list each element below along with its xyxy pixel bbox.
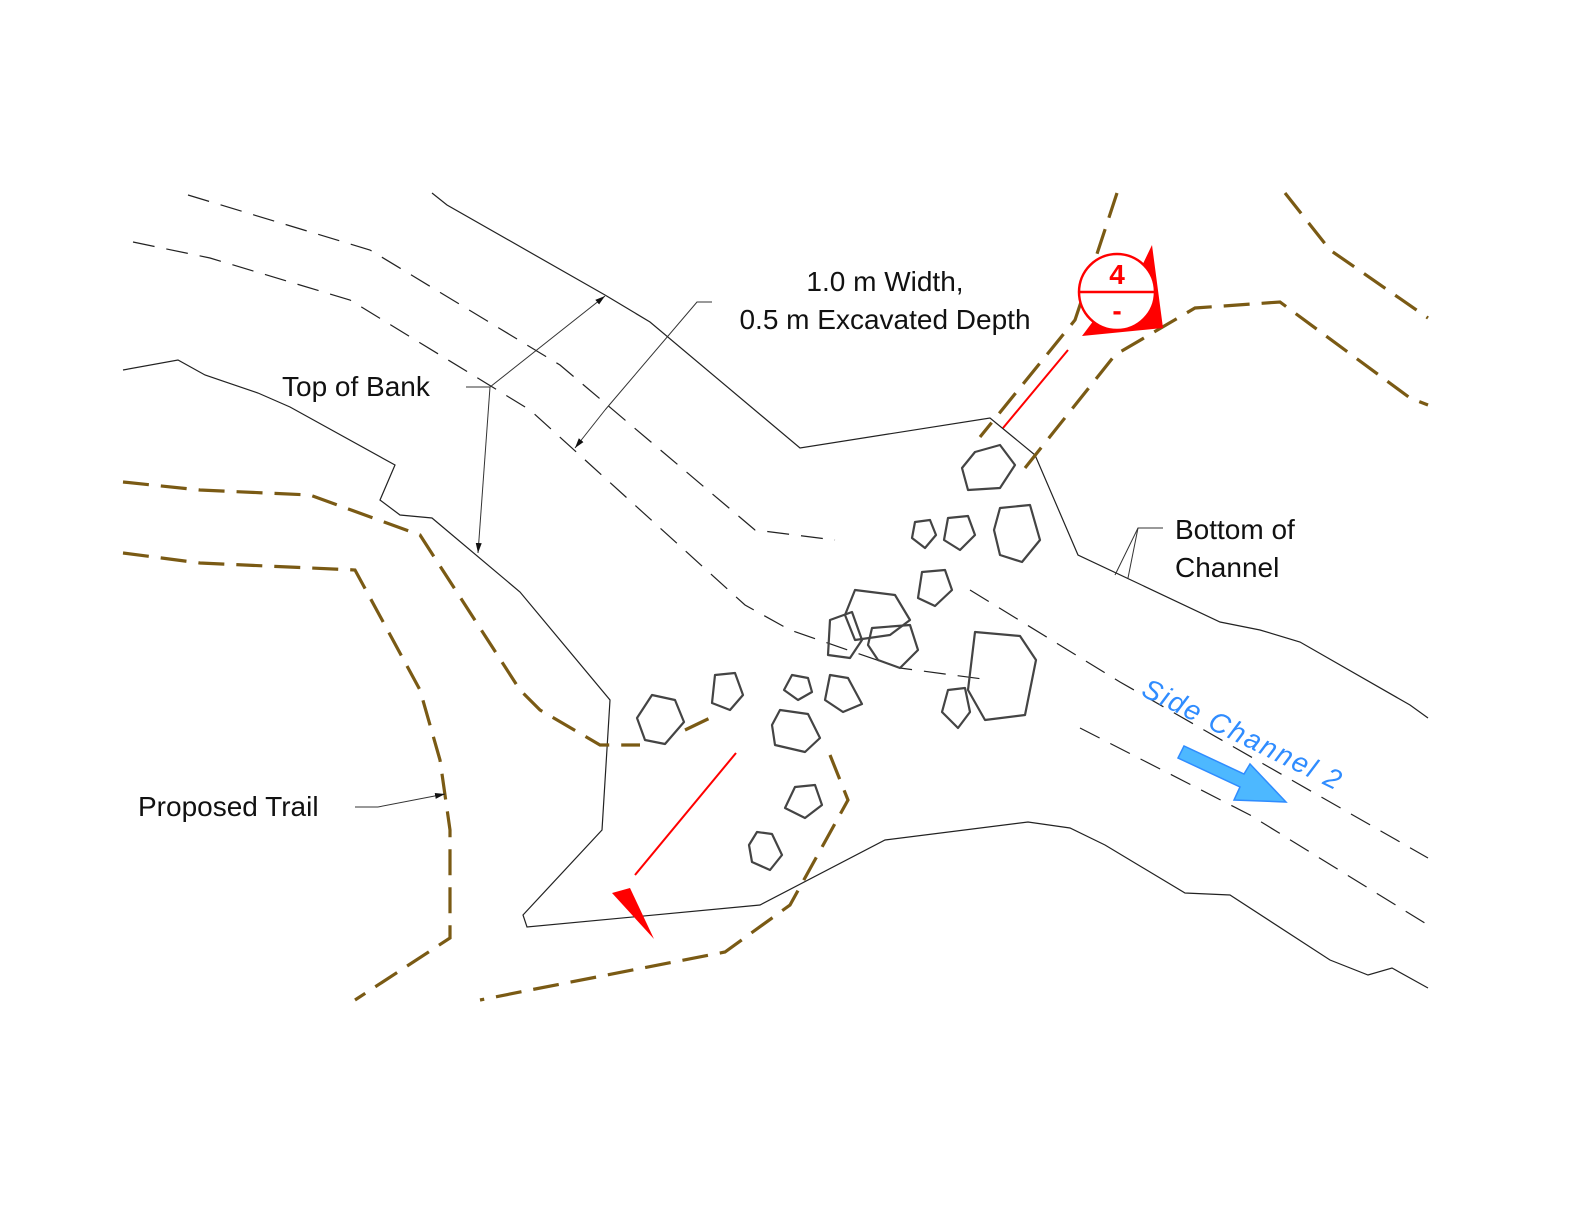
top-of-bank-arrow-2 <box>475 386 491 554</box>
trail-line-3 <box>684 716 711 732</box>
trail-line-4 <box>479 754 850 1002</box>
dimension-label-line2: 0.5 m Excavated Depth <box>739 304 1030 335</box>
top-of-bank-south <box>122 359 1429 989</box>
dimension-leader <box>604 301 712 411</box>
section-marker: 4 - <box>1077 245 1163 336</box>
trail-line-5 <box>978 192 1119 439</box>
top-of-bank-arrow-1 <box>489 295 606 388</box>
side-channel-line-2 <box>1079 727 1429 926</box>
bottom-channel-leader-1 <box>1114 527 1163 576</box>
bottom-channel-leader-2 <box>1127 527 1139 579</box>
side-channel-line-1 <box>969 589 1429 859</box>
trail-line-1 <box>122 480 640 747</box>
top-of-bank-label: Top of Bank <box>282 371 431 402</box>
dimension-label-line1: 1.0 m Width, <box>806 266 963 297</box>
trail-line-7 <box>1283 192 1429 320</box>
proposed-trail-label: Proposed Trail <box>138 791 319 822</box>
bottom-of-channel-label-line1: Bottom of <box>1175 514 1295 545</box>
bottom-of-channel-label-line2: Channel <box>1175 552 1279 583</box>
trail-line-2 <box>122 551 452 1002</box>
section-arrow-south <box>612 888 654 939</box>
trail-arrow <box>377 792 446 808</box>
section-cut-line-north <box>1002 349 1069 429</box>
flow-direction-arrow <box>1176 745 1288 803</box>
section-cut-line-south <box>634 752 737 876</box>
channel-bottom-line-1 <box>187 194 836 541</box>
section-sheet: - <box>1112 295 1121 326</box>
section-number: 4 <box>1109 259 1125 290</box>
channel-bottom-line-2 <box>132 241 991 681</box>
boulders <box>635 443 1042 872</box>
trail-line-6 <box>1023 300 1429 469</box>
dimension-arrow <box>574 409 606 449</box>
